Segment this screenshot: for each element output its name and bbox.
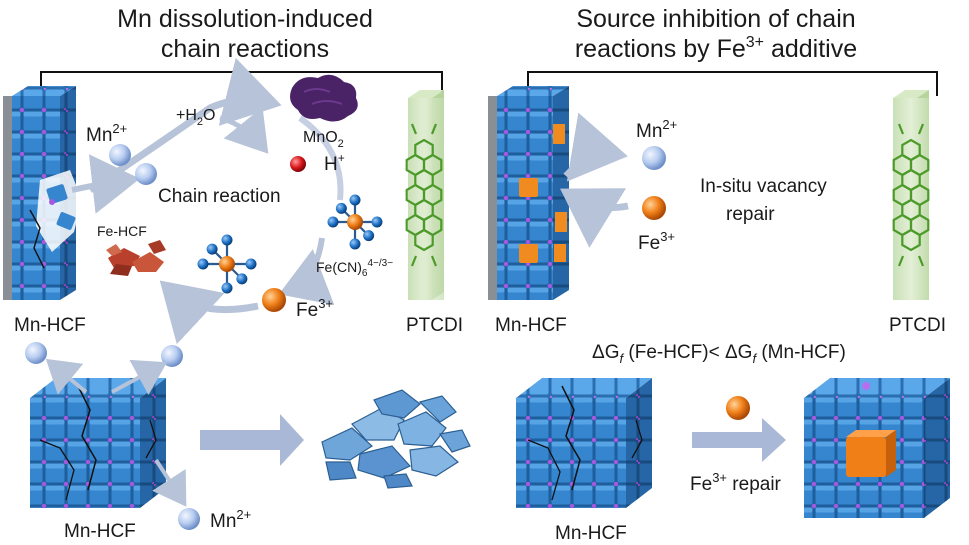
left-chain-cycle-arrows [71, 57, 344, 345]
left-fe-label: Fe3+ [296, 296, 333, 321]
repair-fe-sphere [726, 396, 750, 420]
left-ptcdi-label: PTCDI [406, 315, 463, 336]
right-exchange-arrows [560, 112, 629, 248]
cube-fragments [321, 389, 471, 489]
right-ptcdi-electrode [893, 90, 929, 300]
cyanide-ligand [206, 243, 218, 255]
cyanide-ligand [371, 216, 383, 228]
right-ptcdi-label: PTCDI [889, 315, 946, 336]
right-title-line2: reactions by Fe3+ additive [575, 34, 857, 63]
cyanide-ligand [349, 238, 361, 250]
bottom-mn-label: Mn2+ [210, 507, 251, 532]
right-bottom-mnhcf-label: Mn-HCF [555, 523, 627, 544]
repair-arrow-label: Fe3+ repair [690, 470, 782, 495]
left-water-label: +H2O [176, 107, 215, 128]
right-ptcdi-molecule [892, 123, 930, 267]
fecn-complex-bottom [197, 234, 257, 294]
right-title-line1: Source inhibition of chain [576, 5, 855, 33]
cyanide-ligand [236, 273, 248, 285]
cyanide-ligand [221, 282, 233, 294]
right-mn-label: Mn2+ [636, 117, 677, 142]
cyanide-ligand [335, 202, 347, 214]
gibbs-energy-relation: ΔGf (Fe-HCF)< ΔGf (Mn-HCF) [592, 342, 846, 366]
left-mn-sphere-1 [109, 144, 131, 166]
cyanide-ligand [349, 194, 361, 206]
ptcdi-bond [897, 255, 905, 267]
left-bottom-cracked-cube [30, 378, 166, 508]
left-mnhcf-label: Mn-HCF [14, 315, 86, 336]
ptcdi-bond [410, 123, 418, 135]
right-mnhcf-label: Mn-HCF [495, 315, 567, 336]
bottom-mn-sphere-1 [25, 342, 47, 364]
left-mnhcf-electrode [3, 86, 82, 300]
ptcdi-bond [897, 123, 905, 135]
cyanide-ligand [363, 230, 375, 242]
bottom-mn-release-arrows [45, 358, 187, 507]
chain-reaction-label: Chain reaction [158, 186, 281, 207]
left-degradation-arrow [200, 414, 304, 466]
cyanide-ligand [245, 258, 257, 270]
bottom-mn-sphere-2 [161, 345, 183, 367]
fehcf-debris [106, 240, 166, 276]
ptcdi-bond [917, 255, 925, 267]
fecn-label: Fe(CN)64−/3− [316, 258, 393, 279]
mno2-label: MnO2 [303, 129, 344, 150]
repair-arrow [692, 418, 786, 462]
left-bottom-mnhcf-label: Mn-HCF [64, 521, 136, 542]
fe-center [347, 214, 363, 230]
ptcdi-bond [430, 123, 438, 135]
left-ptcdi-electrode [408, 90, 444, 300]
right-fe-label: Fe3+ [638, 229, 675, 254]
right-mn-sphere [642, 146, 666, 170]
bottom-mn-sphere-3 [178, 508, 200, 530]
left-title-line1: Mn dissolution-induced [117, 5, 373, 33]
left-mn-label: Mn2+ [86, 121, 127, 146]
left-mn-sphere-2 [135, 163, 157, 185]
repaired-cube [804, 378, 950, 518]
right-circuit-wire [527, 71, 938, 96]
ptcdi-bond [917, 123, 925, 135]
ptcdi-bond [430, 255, 438, 267]
vacancy-repair-line1: In-situ vacancy [700, 176, 827, 197]
ptcdi-ring [414, 228, 434, 252]
left-circuit-wire [40, 71, 443, 96]
fehcf-label: Fe-HCF [97, 223, 147, 239]
proton-label: H+ [324, 151, 345, 175]
vacancy-repair-line2: repair [726, 204, 775, 225]
mno2-particle [290, 74, 358, 122]
right-fe-sphere [642, 196, 666, 220]
right-mnhcf-electrode [488, 86, 569, 300]
fe-center [219, 256, 235, 272]
proton-sphere [290, 156, 306, 172]
fecn-complex-top [327, 194, 383, 250]
ptcdi-ring [901, 228, 921, 252]
left-ptcdi-molecule [405, 123, 443, 267]
right-bottom-cracked-cube [516, 378, 652, 508]
ptcdi-bond [410, 255, 418, 267]
left-fe-sphere [262, 288, 286, 312]
cyanide-ligand [221, 234, 233, 246]
left-title-line2: chain reactions [161, 35, 329, 63]
cyanide-ligand [327, 216, 339, 228]
cyanide-ligand [197, 258, 209, 270]
